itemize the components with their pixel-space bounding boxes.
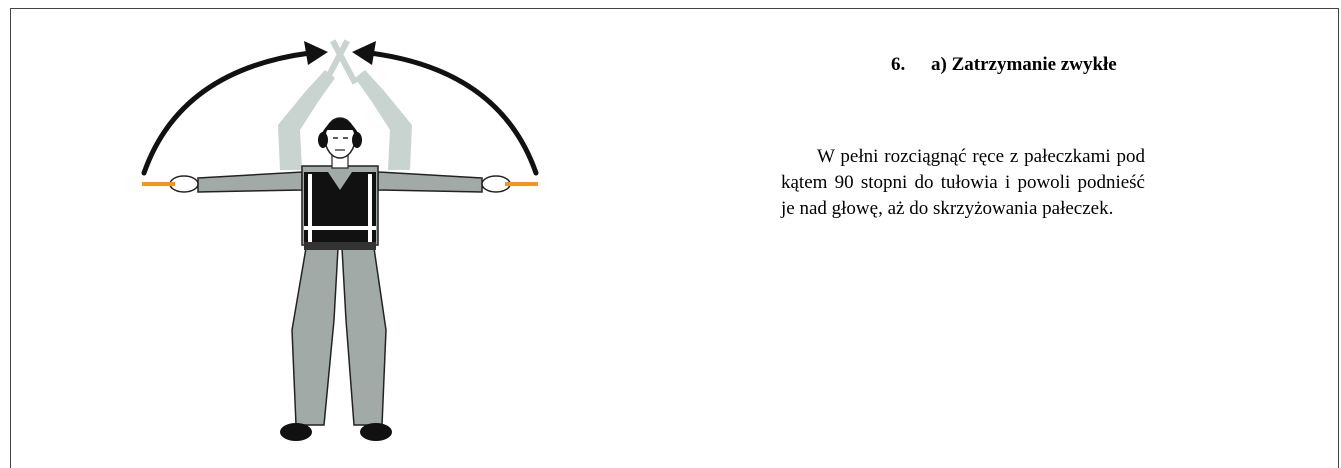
legs <box>291 247 387 426</box>
ear-defenders-icon <box>318 118 362 148</box>
signal-number: 6. <box>891 54 906 75</box>
belt <box>304 242 376 250</box>
left-arrowhead <box>304 41 328 65</box>
signal-description: W pełni rozciągnąć ręce z pałeczkami pod… <box>781 146 1145 219</box>
shoes <box>280 423 392 441</box>
safety-vest <box>304 172 376 242</box>
signal-heading: 6. a) Zatrzymanie zwykłe <box>891 54 1117 76</box>
right-arrowhead <box>352 41 376 65</box>
signal-title: a) Zatrzymanie zwykłe <box>931 54 1117 75</box>
marshaller-illustration <box>141 39 539 441</box>
page-frame <box>10 8 1339 468</box>
left-arc-arrow <box>141 50 313 176</box>
right-arc-arrow <box>367 50 539 176</box>
motion-arrows <box>141 50 539 176</box>
ghost-raised-arms <box>278 39 412 170</box>
